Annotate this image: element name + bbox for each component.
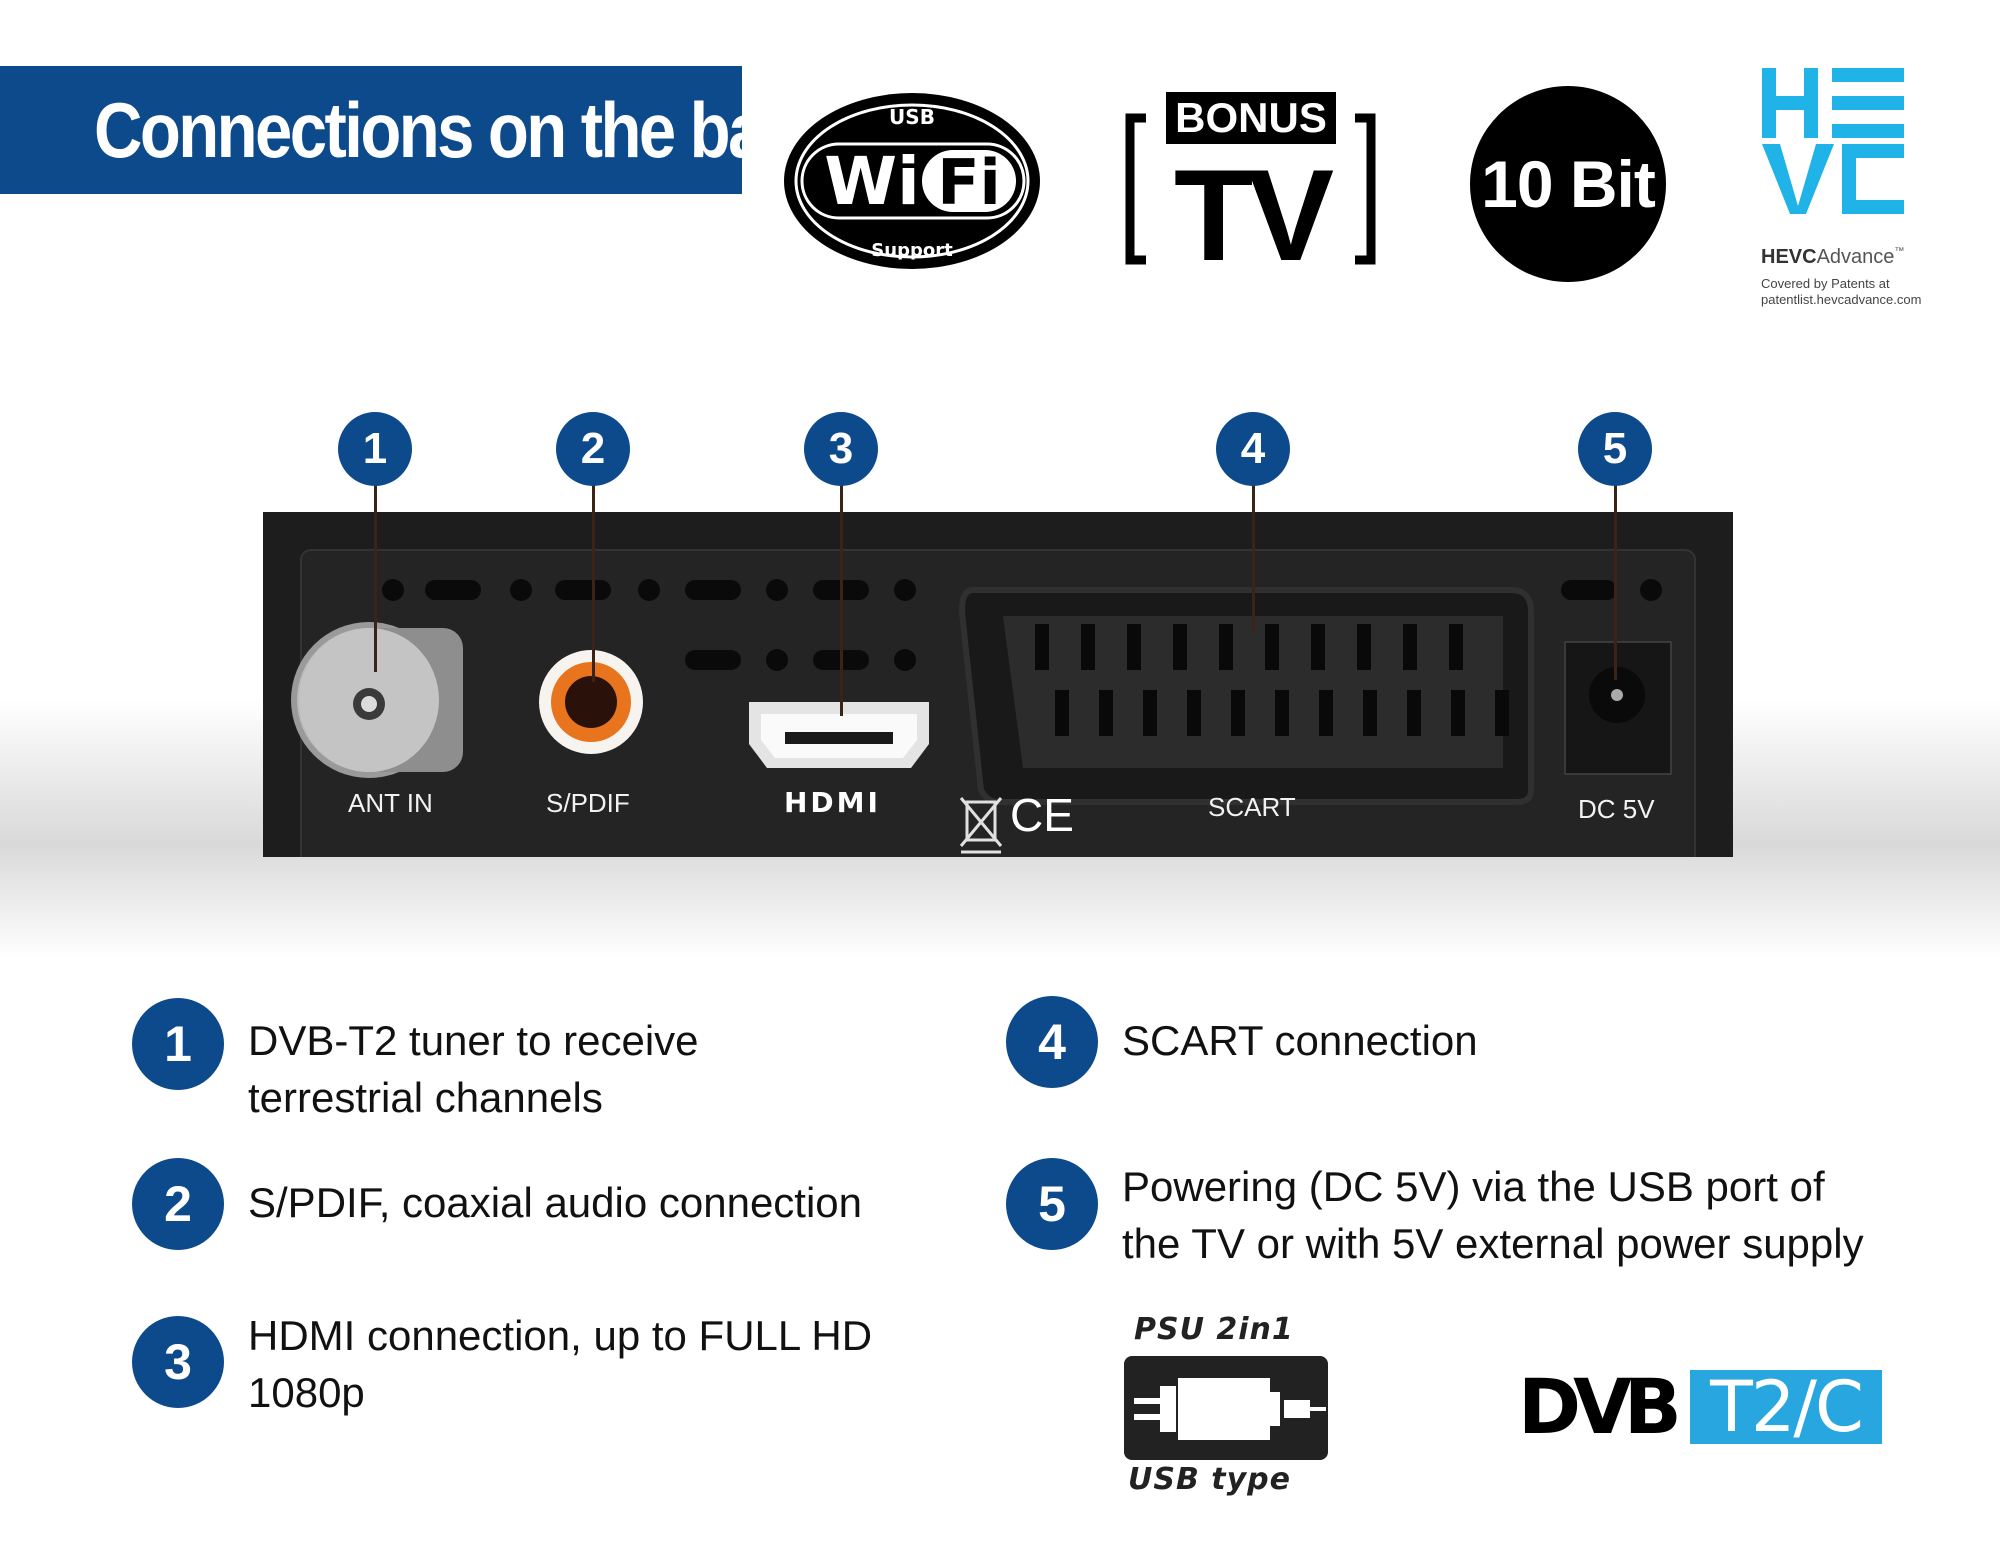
callout-line-4 bbox=[1252, 484, 1255, 632]
spdif-port bbox=[539, 650, 643, 754]
feature-text-5: Powering (DC 5V) via the USB port of the… bbox=[1122, 1163, 1864, 1267]
antenna-input-port bbox=[291, 622, 463, 778]
weee-bin-icon bbox=[959, 797, 1003, 854]
hevc-brand: HEVC bbox=[1761, 246, 1817, 268]
psu-title: PSU 2in1 bbox=[1134, 1312, 1294, 1347]
psu-subtitle: USB type bbox=[1128, 1462, 1291, 1497]
wifi-top-label: USB bbox=[889, 105, 935, 129]
dvb-logo-left: DVB bbox=[1518, 1362, 1682, 1451]
callout-3: 3 bbox=[804, 412, 878, 486]
feature-badge-3: 3 bbox=[132, 1316, 224, 1408]
scart-pin bbox=[1099, 690, 1113, 736]
scart-port bbox=[959, 587, 1534, 805]
tv-label: TV bbox=[1174, 142, 1333, 268]
scart-pin bbox=[1311, 624, 1325, 670]
usb-wifi-support-logo: USB Wi Fi Support bbox=[784, 93, 1040, 269]
scart-pin bbox=[1319, 690, 1333, 736]
scart-pin bbox=[1055, 690, 1069, 736]
scart-pin bbox=[1403, 624, 1417, 670]
hevc-advance: Advance bbox=[1816, 246, 1895, 268]
scart-pin bbox=[1407, 690, 1421, 736]
feature-badge-1: 1 bbox=[132, 998, 224, 1090]
hevc-tm: ™ bbox=[1894, 246, 1905, 257]
hdmi-label: HDMI bbox=[784, 786, 881, 819]
wifi-bottom-label: Support bbox=[871, 240, 953, 261]
scart-pin bbox=[1275, 690, 1289, 736]
scart-pin bbox=[1127, 624, 1141, 670]
scart-pin bbox=[1449, 624, 1463, 670]
callout-4: 4 bbox=[1216, 412, 1290, 486]
hevc-logo-icon bbox=[1762, 68, 1904, 214]
bonus-tv-logo: BONUS TV bbox=[1125, 92, 1376, 268]
wifi-label-left: Wi bbox=[824, 143, 919, 220]
scart-pin bbox=[1265, 624, 1279, 670]
feature-badge-5: 5 bbox=[1006, 1158, 1098, 1250]
hdmi-port bbox=[749, 702, 929, 768]
header-banner bbox=[0, 66, 742, 194]
psu-adapter-box bbox=[1124, 1356, 1328, 1460]
scart-pin bbox=[1143, 690, 1157, 736]
feature-text-3: HDMI connection, up to FULL HD 1080p bbox=[248, 1312, 873, 1416]
10-bit-badge: 10 Bit bbox=[1470, 86, 1666, 282]
callout-line-1 bbox=[374, 484, 377, 672]
hevc-advance-text: HEVCAdvance™ bbox=[1761, 246, 1904, 269]
scart-pin bbox=[1035, 624, 1049, 670]
bonus-label: BONUS bbox=[1175, 94, 1327, 141]
dc-5v-port bbox=[1564, 641, 1672, 775]
scart-pin bbox=[1451, 690, 1465, 736]
hevc-patent-url: patentlist.hevcadvance.com bbox=[1761, 292, 1922, 307]
feature-badge-2: 2 bbox=[132, 1158, 224, 1250]
scart-pin bbox=[1173, 624, 1187, 670]
ce-mark: CE bbox=[1010, 789, 1074, 841]
page-title: Connections on the back bbox=[94, 86, 835, 174]
feature-text-1: DVB-T2 tuner to receive terrestrial chan… bbox=[248, 1017, 699, 1121]
callout-line-3 bbox=[840, 484, 843, 716]
callout-1: 1 bbox=[338, 412, 412, 486]
callout-line-2 bbox=[592, 484, 595, 682]
feature-badge-4: 4 bbox=[1006, 996, 1098, 1088]
scart-pin bbox=[1363, 690, 1377, 736]
spdif-label: S/PDIF bbox=[546, 788, 630, 818]
scart-pin bbox=[1081, 624, 1095, 670]
scart-pin bbox=[1187, 690, 1201, 736]
feature-text-2: S/PDIF, coaxial audio connection bbox=[248, 1179, 863, 1226]
callout-5: 5 bbox=[1578, 412, 1652, 486]
feature-text-4: SCART connection bbox=[1122, 1017, 1478, 1064]
dc-5v-label: DC 5V bbox=[1578, 794, 1655, 824]
callout-2: 2 bbox=[556, 412, 630, 486]
callout-line-5 bbox=[1614, 484, 1617, 680]
dvb-logo-right: T2/C bbox=[1690, 1370, 1882, 1444]
scart-pin bbox=[1495, 690, 1509, 736]
wifi-label-right: Fi bbox=[937, 146, 1001, 219]
scart-label: SCART bbox=[1208, 792, 1296, 822]
ant-in-label: ANT IN bbox=[348, 788, 433, 818]
scart-pin bbox=[1219, 624, 1233, 670]
scart-pin bbox=[1231, 690, 1245, 736]
power-plug-usb-icon bbox=[1134, 1378, 1326, 1440]
scart-pin bbox=[1357, 624, 1371, 670]
receiver-back-panel bbox=[263, 512, 1733, 857]
hevc-patent-note: Covered by Patents at bbox=[1761, 276, 1890, 291]
